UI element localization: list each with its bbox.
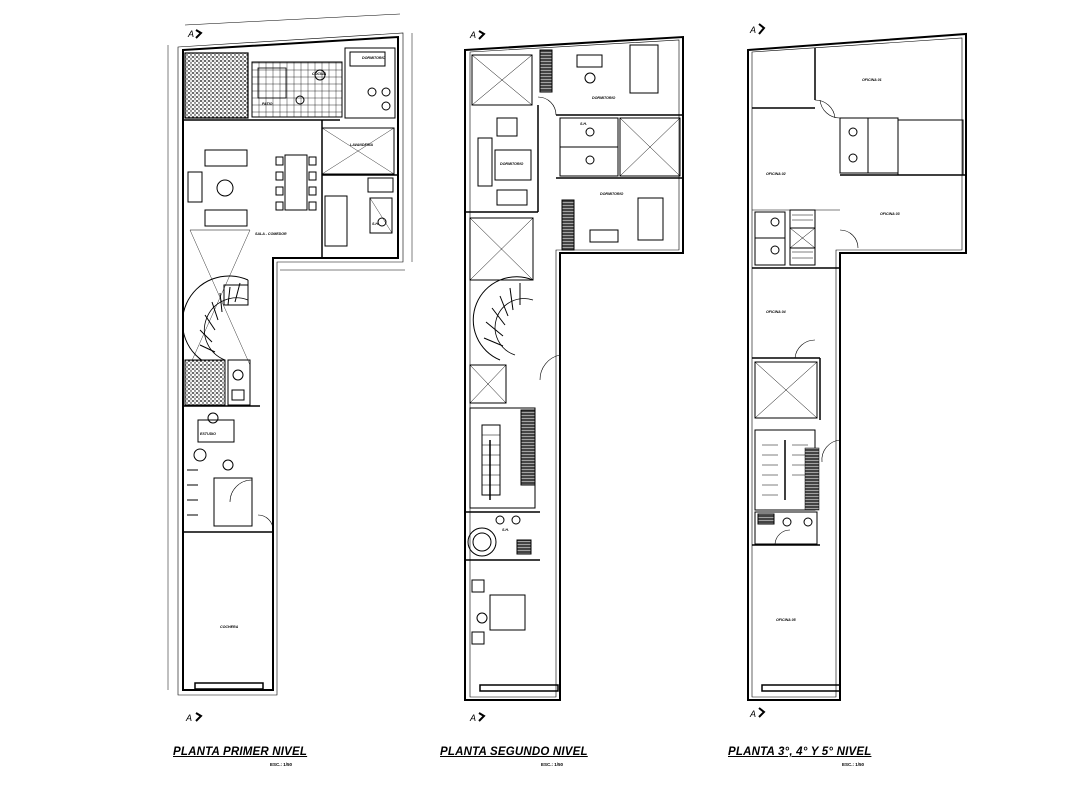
plan-scale-first-level: ESC.: 1/50 (270, 762, 293, 767)
plan-upper-levels (747, 32, 967, 701)
plan-second-level (464, 35, 684, 701)
section-marker-bottom-3: A (749, 709, 756, 719)
section-marker-top-2: A (469, 30, 476, 40)
plan-title-first-level: PLANTA PRIMER NIVEL (173, 746, 308, 758)
section-marker-top-3: A (749, 25, 756, 35)
plan-scale-upper-levels: ESC.: 1/50 (842, 762, 865, 767)
plan-scale-second-level: ESC.: 1/50 (541, 762, 564, 767)
section-marker-bottom-2: A (469, 713, 476, 723)
section-marker-top-1: A (187, 29, 194, 39)
plan-first-level (167, 13, 413, 696)
plan-title-upper-levels: PLANTA 3°, 4° Y 5° NIVEL (728, 746, 872, 758)
plan-title-second-level: PLANTA SEGUNDO NIVEL (440, 746, 588, 758)
section-marker-bottom-1: A (185, 713, 192, 723)
